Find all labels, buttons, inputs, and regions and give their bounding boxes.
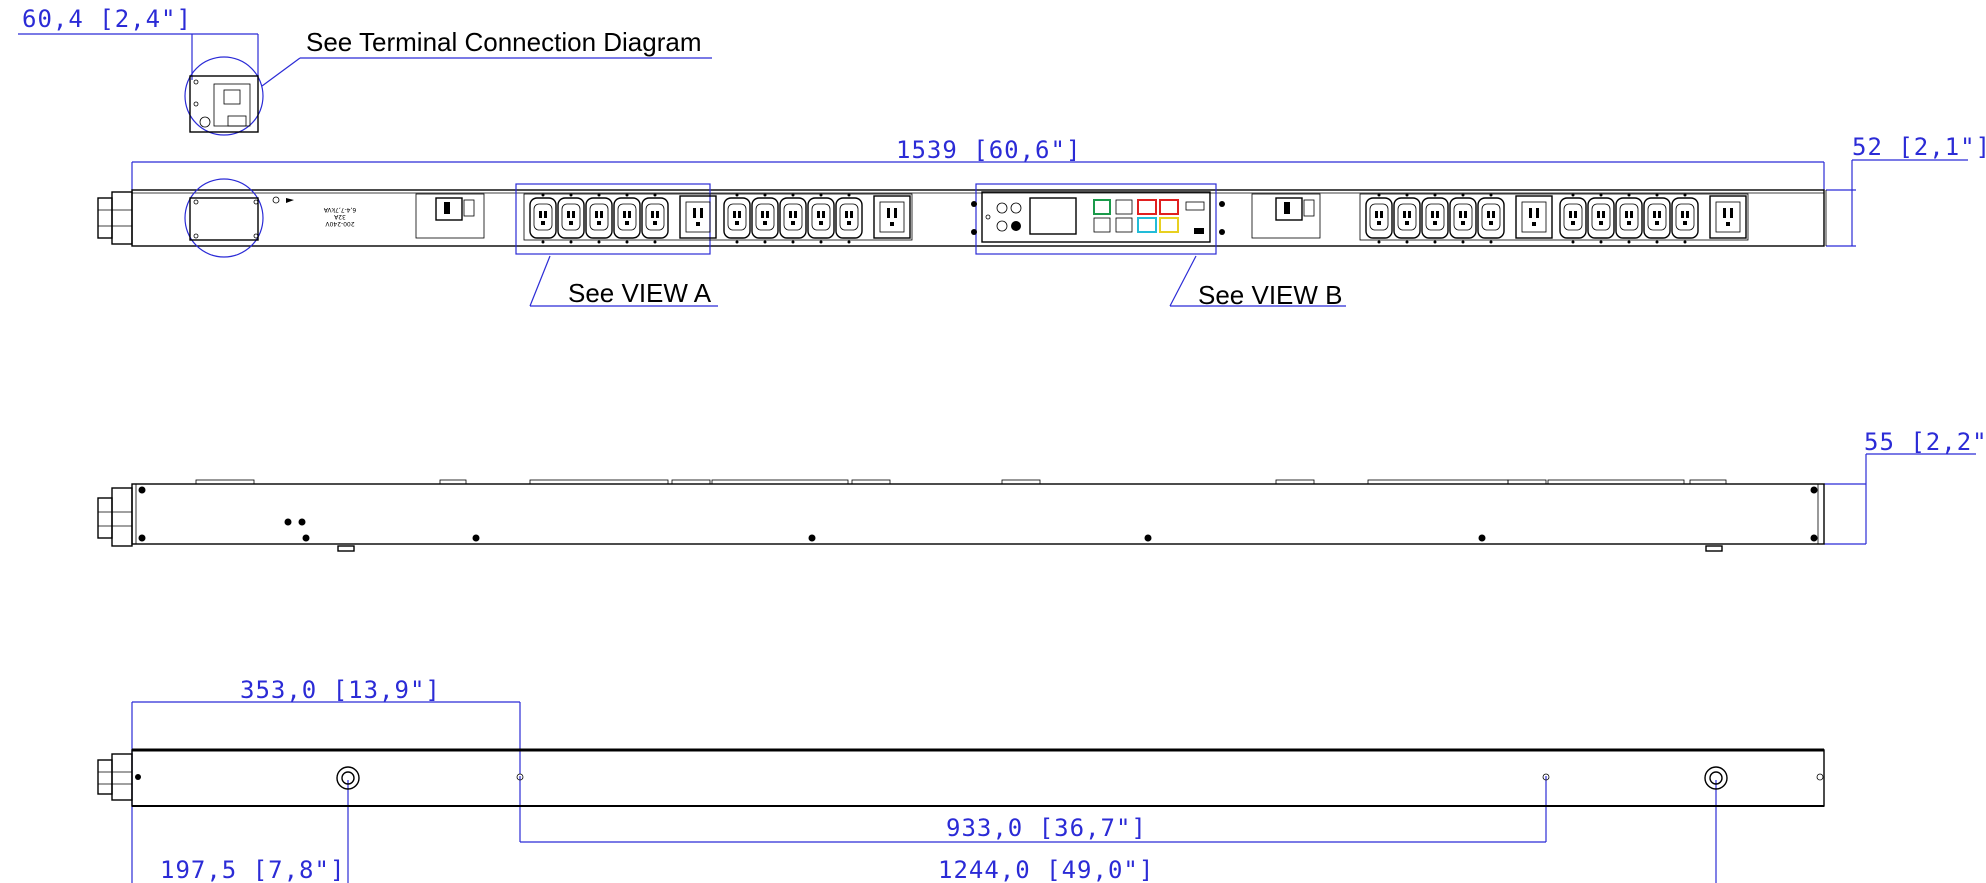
cable-gland [97,191,133,245]
side-outlet-bump [529,479,669,485]
side-outlet-bump [1275,479,1315,485]
side-screw [1144,534,1152,542]
outlet-group-2 [1359,193,1749,244]
circuit-breaker-2 [1251,193,1321,239]
side-outlet-bump [851,479,891,485]
label-current: 32A [333,213,346,220]
front-height-dimension: 52 [2,1"] [1852,133,1986,161]
group1-outlet-c13-8 [779,193,807,244]
group1-outlet-c13-1 [529,193,557,244]
side-screw [284,518,292,526]
group2-outlet-c13-5 [1477,193,1505,244]
group1-outlet-c13-5 [641,193,669,244]
side-screw [1478,534,1486,542]
group2-outlet-c13-1 [1365,193,1393,244]
group2-outlet-c13-10 [1671,193,1699,244]
back-cable-gland [97,753,133,801]
group2-outlet-c13-8 [1615,193,1643,244]
side-foot [1705,545,1723,552]
group1-outlet-c13-9 [807,193,835,244]
side-outlet-bump [1547,479,1685,485]
side-foot [337,545,355,552]
view-b-callout: See VIEW B [1198,280,1343,310]
button-spacing-dimension: 1244,0 [49,0"] [938,856,1154,883]
mount-hole-left [516,773,524,781]
group2-outlet-c19-2 [1709,195,1747,239]
front-view: 1539 [60,6"] 52 [2,1"] 200-240V 32A [97,133,1986,310]
side-cable-gland [97,487,133,547]
group1-outlet-c13-7 [751,193,779,244]
group2-outlet-c19-1 [1515,195,1553,239]
group1-outlet-c19-1 [679,195,717,239]
side-screw [1810,534,1818,542]
mount-hole-right [1542,773,1550,781]
group2-outlet-c13-4 [1449,193,1477,244]
view-a-callout: See VIEW A [568,278,712,308]
group2-outlet-c13-7 [1587,193,1615,244]
mount-spacing-dimension: 933,0 [36,7"] [946,814,1147,842]
side-outlet-bump [1689,479,1727,485]
group1-outlet-c13-4 [613,193,641,244]
side-depth-dimension: 55 [2,2"] [1864,428,1986,456]
group1-outlet-c13-10 [835,193,863,244]
back-view: 353,0 [13,9"] 933,0 [36,7"] 197,5 [7,8"]… [97,676,1825,883]
pdu-side-body [131,483,1825,545]
mounting-button-left [336,766,360,790]
side-screw [138,486,146,494]
group1-outlet-c13-6 [723,193,751,244]
terminal-callout: See Terminal Connection Diagram [306,27,702,57]
mounting-button-right [1704,766,1728,790]
side-screw [808,534,816,542]
side-view: 55 [2,2"] [97,428,1986,552]
terminal-width-dimension: 60,4 [2,4"] [22,5,192,33]
side-screw [1810,486,1818,494]
side-outlet-bump [671,479,711,485]
pdu-back-body [131,749,1825,807]
side-screw [138,534,146,542]
pdu-front-body [131,189,1825,247]
group2-outlet-c13-2 [1393,193,1421,244]
side-outlet-bump [195,479,255,485]
side-outlet-bump [439,479,467,485]
group2-outlet-c13-3 [1421,193,1449,244]
overall-length-dimension: 1539 [60,6"] [896,136,1081,164]
side-outlet-bump [711,479,849,485]
group1-outlet-c13-3 [585,193,613,244]
outlet-group-1 [523,193,913,244]
label-voltage: 200-240V [325,220,355,227]
button-offset-dimension: 197,5 [7,8"] [160,856,345,883]
side-outlet-bump [1001,479,1041,485]
group1-outlet-c13-2 [557,193,585,244]
label-power: 6,4-7,7kVA [323,206,356,213]
group2-outlet-c13-9 [1643,193,1671,244]
group1-outlet-c19-2 [873,195,911,239]
side-outlet-bump [1507,479,1547,485]
controller-panel [971,191,1225,243]
circuit-breaker-1 [415,193,485,239]
mount-offset-dimension: 353,0 [13,9"] [240,676,441,704]
side-screw [302,534,310,542]
side-screw [298,518,306,526]
terminal-detail: 60,4 [2,4"] See Terminal Connection Diag… [18,5,712,136]
lcd-display [1029,197,1077,235]
group2-outlet-c13-6 [1559,193,1587,244]
side-screw [472,534,480,542]
